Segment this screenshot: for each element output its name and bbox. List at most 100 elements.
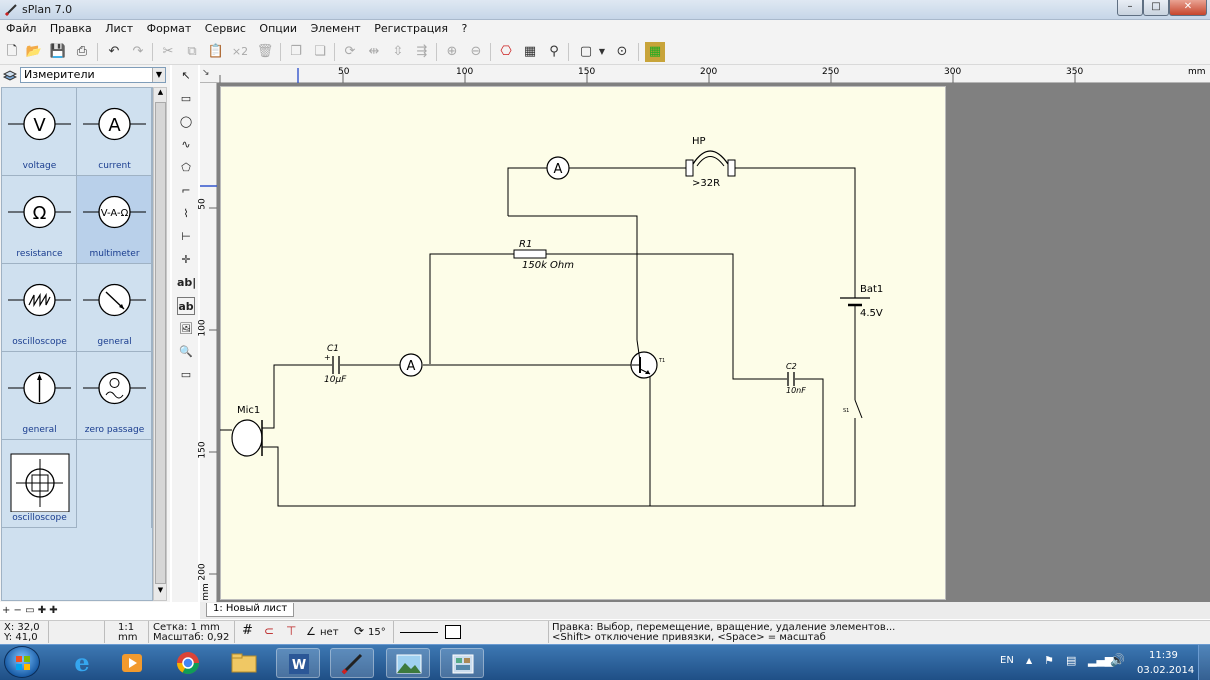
pointer-tool-icon[interactable]: ↖ bbox=[181, 69, 191, 82]
to-back-icon[interactable]: ❏ bbox=[314, 44, 326, 59]
zoom-icon[interactable]: ⊙ bbox=[616, 44, 628, 59]
schematic-drawing: A A HP >32R R1 150k Ohm Bat1 4.5V S1 bbox=[220, 136, 883, 507]
paste-icon[interactable]: 📋 bbox=[207, 44, 225, 59]
menu-element[interactable]: Элемент bbox=[310, 22, 361, 35]
start-button[interactable] bbox=[4, 646, 40, 678]
line-style-sample[interactable] bbox=[400, 632, 438, 633]
library-item-multimeter[interactable]: V-A-Ω multimeter bbox=[77, 176, 152, 264]
show-desktop-button[interactable] bbox=[1198, 645, 1210, 680]
textbox-tool-icon[interactable]: ab bbox=[177, 297, 195, 315]
taskbar-chrome[interactable] bbox=[166, 648, 210, 678]
junction-tool-icon[interactable]: ✛ bbox=[181, 253, 191, 266]
scroll-down-icon[interactable]: ▼ bbox=[157, 586, 164, 594]
library-item-current[interactable]: A current bbox=[77, 88, 152, 176]
taskbar-explorer[interactable] bbox=[222, 648, 266, 678]
copy-icon[interactable]: ⧉ bbox=[187, 44, 197, 59]
taskbar-media-player[interactable] bbox=[110, 648, 154, 678]
grid-toggle-icon[interactable]: # bbox=[242, 623, 253, 638]
scroll-up-icon[interactable]: ▲ bbox=[157, 88, 164, 96]
menu-options[interactable]: Опции bbox=[259, 22, 298, 35]
menu-format[interactable]: Формат bbox=[146, 22, 192, 35]
line-tool-icon[interactable]: ⌐ bbox=[181, 184, 191, 197]
mirror-h-icon[interactable]: ⇹ bbox=[368, 44, 380, 59]
measure-tool-icon[interactable]: ▭ bbox=[180, 368, 192, 381]
zoom-tool-icon[interactable]: 🔍 bbox=[179, 345, 193, 358]
library-scroll-thumb[interactable] bbox=[155, 102, 166, 584]
clock-date[interactable]: 03.02.2014 bbox=[1137, 665, 1195, 676]
taskbar-word[interactable]: W bbox=[276, 648, 320, 678]
search-icon[interactable]: ⚲ bbox=[549, 44, 559, 59]
rectangle-tool-icon[interactable]: ▭ bbox=[180, 92, 192, 105]
rotate-icon[interactable]: ⟳ bbox=[344, 44, 356, 59]
library-item-oscilloscope-2[interactable]: oscilloscope bbox=[2, 440, 77, 528]
snap-icon[interactable]: ⊤ bbox=[286, 624, 297, 638]
signal-icon[interactable]: ▂▄▆ bbox=[1088, 654, 1114, 667]
menu-help[interactable]: ? bbox=[461, 22, 468, 35]
dropdown-arrow-icon[interactable]: ▼ bbox=[598, 47, 606, 56]
to-front-icon[interactable]: ❐ bbox=[290, 44, 302, 59]
component-icon[interactable]: ⎔ bbox=[500, 44, 512, 59]
save-icon[interactable]: 💾 bbox=[49, 44, 67, 59]
frame-icon[interactable]: ▢ bbox=[579, 44, 593, 59]
library-scrollbar[interactable]: ▲ ▼ bbox=[153, 87, 167, 601]
new-file-icon[interactable]: 🗋 bbox=[6, 44, 18, 59]
open-folder-icon[interactable]: 📂 bbox=[25, 44, 43, 59]
menu-registration[interactable]: Регистрация bbox=[374, 22, 448, 35]
image-tool-icon[interactable]: 🖼 bbox=[179, 322, 193, 335]
ohmmeter-letter: Ω bbox=[33, 203, 47, 224]
sheet-tab[interactable]: 1: Новый лист bbox=[206, 603, 295, 617]
library-item-general[interactable]: general bbox=[2, 352, 77, 440]
ellipse-tool-icon[interactable]: ◯ bbox=[179, 115, 193, 128]
status-angle-mode[interactable]: нет bbox=[320, 627, 339, 638]
library-item-voltage[interactable]: V voltage bbox=[2, 88, 77, 176]
chevron-down-icon[interactable]: ▼ bbox=[152, 68, 165, 82]
taskbar-control-panel[interactable] bbox=[440, 648, 484, 678]
volume-icon[interactable]: 🔊 bbox=[1110, 653, 1125, 667]
tray-expand-icon[interactable]: ▲ bbox=[1026, 656, 1033, 665]
library-item-general[interactable]: general bbox=[77, 264, 152, 352]
dimension-tool-icon[interactable]: ⊢ bbox=[181, 230, 191, 243]
group-icon[interactable]: ⊕ bbox=[446, 44, 458, 59]
undo-icon[interactable]: ↶ bbox=[108, 44, 120, 59]
bezier-tool-icon[interactable]: ⌇ bbox=[183, 207, 189, 220]
polygon-tool-icon[interactable]: ⬠ bbox=[181, 161, 191, 174]
rotate-step-icon[interactable]: ⟳ bbox=[354, 624, 365, 638]
network-device-icon[interactable]: ▤ bbox=[1066, 654, 1077, 667]
print-icon[interactable]: ⎙ bbox=[76, 44, 88, 59]
flag-icon[interactable]: ⚑ bbox=[1044, 654, 1054, 667]
status-rotation[interactable]: 15° bbox=[368, 627, 386, 638]
library-select[interactable]: Измерители ▼ bbox=[20, 67, 166, 83]
mirror-v-icon[interactable]: ⇳ bbox=[392, 44, 404, 59]
text-tool-icon[interactable]: ab| bbox=[177, 276, 197, 289]
close-button[interactable]: ✕ bbox=[1169, 0, 1207, 16]
taskbar-image-viewer[interactable] bbox=[386, 648, 430, 678]
fill-style-sample[interactable] bbox=[445, 625, 461, 639]
menu-sheet[interactable]: Лист bbox=[105, 22, 134, 35]
clock-time[interactable]: 11:39 bbox=[1149, 650, 1178, 661]
maximize-button[interactable]: □ bbox=[1143, 0, 1169, 16]
drawing-sheet[interactable]: A A HP >32R R1 150k Ohm Bat1 4.5V S1 bbox=[220, 86, 946, 600]
taskbar-ie[interactable]: e bbox=[60, 648, 104, 678]
menu-service[interactable]: Сервис bbox=[204, 22, 246, 35]
library-item-zero-passage[interactable]: zero passage bbox=[77, 352, 152, 440]
menu-edit[interactable]: Правка bbox=[49, 22, 92, 35]
cut-icon[interactable]: ✂ bbox=[162, 44, 174, 59]
language-indicator[interactable]: EN bbox=[1000, 655, 1014, 666]
library-item-oscilloscope[interactable]: oscilloscope bbox=[2, 264, 77, 352]
colors-icon[interactable]: ▦ bbox=[645, 42, 665, 62]
delete-icon[interactable]: 🗑 bbox=[256, 44, 274, 59]
library-book-icon bbox=[3, 70, 17, 81]
angle-icon[interactable]: ∠ bbox=[306, 625, 316, 638]
library-item-resistance[interactable]: Ω resistance bbox=[2, 176, 77, 264]
library-bottom-tools[interactable]: + − ▭ ✚ ✚ bbox=[2, 605, 58, 616]
curve-tool-icon[interactable]: ∿ bbox=[181, 138, 191, 151]
menu-file[interactable]: Файл bbox=[6, 22, 37, 35]
redo-icon[interactable]: ↷ bbox=[132, 44, 144, 59]
ungroup-icon[interactable]: ⊖ bbox=[470, 44, 482, 59]
duplicate-button[interactable]: ×2 bbox=[231, 45, 249, 58]
align-icon[interactable]: ⇶ bbox=[416, 44, 428, 59]
taskbar-splan[interactable] bbox=[330, 648, 374, 678]
minimize-button[interactable]: – bbox=[1117, 0, 1143, 16]
parts-list-icon[interactable]: ▦ bbox=[523, 44, 537, 59]
magnet-icon[interactable]: ⊂ bbox=[264, 624, 275, 638]
